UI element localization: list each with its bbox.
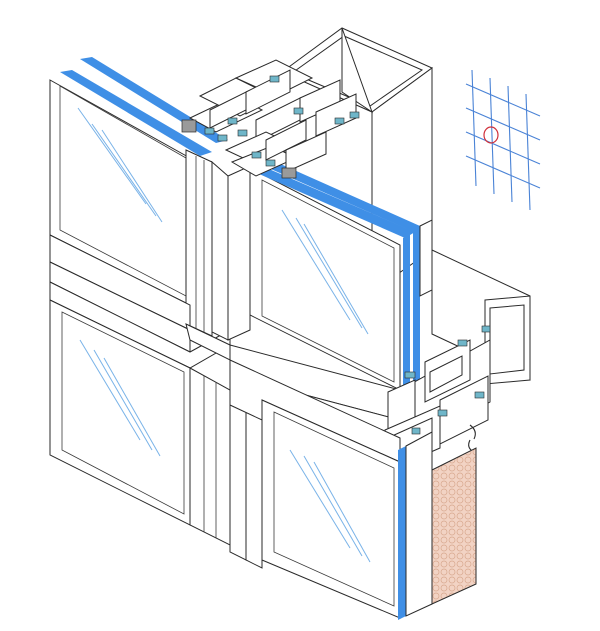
glass-panel-upper-left <box>49 79 213 337</box>
grid-reference-icon <box>465 69 541 211</box>
center-mullion-lower <box>229 374 263 569</box>
grid-marker <box>483 126 499 144</box>
glass-pane-edge-ul-b <box>60 70 212 156</box>
glass-pane-edge-ur-top-b <box>264 162 420 232</box>
spandrel-back-frame <box>405 431 433 617</box>
center-mullion-upper <box>211 160 251 341</box>
glass-pane-edge-ur-side-a <box>403 234 410 400</box>
mullion-profile-section <box>181 59 360 179</box>
glass-pane-edge-ur-top-a <box>250 166 415 238</box>
glass-panel-lower-right <box>229 359 401 619</box>
glass-panel-upper-right <box>249 167 401 391</box>
spandrel-insulation-panel <box>431 447 477 605</box>
glass-pane-edge-lr <box>398 446 406 620</box>
mullion-side-wall <box>419 219 433 297</box>
transom-left <box>49 234 231 369</box>
glass-pane-edge-ur-side-b <box>413 226 420 392</box>
